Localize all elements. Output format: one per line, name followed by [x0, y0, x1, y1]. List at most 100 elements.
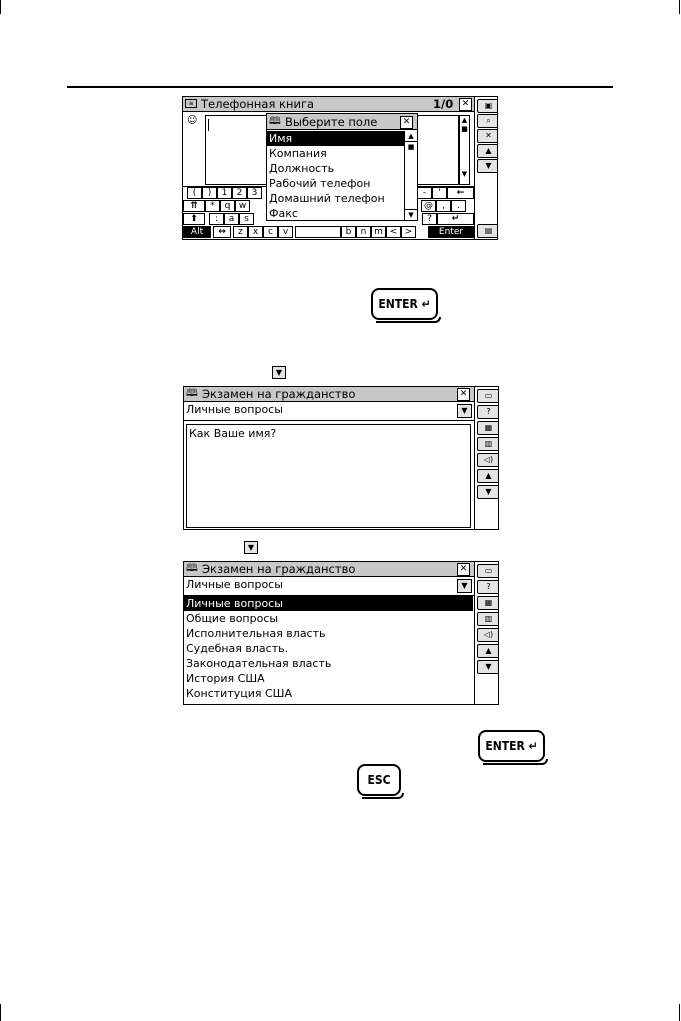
speaker-icon[interactable]: ◁) — [477, 628, 498, 642]
key[interactable]: n — [356, 226, 371, 238]
field-option[interactable]: Должность — [269, 162, 335, 175]
key[interactable]: x — [248, 226, 263, 238]
backspace-key[interactable]: ← — [447, 187, 474, 199]
notes-field[interactable] — [416, 115, 459, 185]
category-option[interactable]: Конституция США — [186, 687, 292, 700]
key[interactable]: @ — [421, 200, 436, 212]
return-key[interactable]: ↵ — [437, 213, 474, 225]
field-option[interactable]: Имя — [267, 131, 404, 146]
book-icon: 🕮 — [269, 116, 281, 127]
header-rule — [67, 86, 613, 88]
chevron-down-icon[interactable]: ▼ — [457, 404, 472, 418]
key[interactable]: m — [371, 226, 386, 238]
category-option[interactable]: Судебная власть. — [186, 642, 289, 655]
popup-close-icon[interactable]: ✕ — [400, 116, 413, 129]
keyboard-icon[interactable]: ▤ — [477, 224, 497, 238]
save-icon[interactable]: ▣ — [477, 99, 497, 113]
key[interactable]: z — [233, 226, 248, 238]
crop-mark — [0, 1004, 1, 1021]
key[interactable]: 2 — [232, 187, 247, 199]
popup-scrollbar[interactable]: ▲ ■ ▼ — [404, 131, 417, 220]
tools-icon[interactable]: ✕ — [477, 129, 497, 143]
key[interactable]: : — [209, 213, 224, 225]
category-option[interactable]: Законодательная власть — [186, 657, 332, 670]
phonebook-screen: ≡ Телефонная книга 1/0 ✕ ▣ ⌕ ✕ ▲ ▼ ▤ ☺ ▲… — [182, 96, 498, 240]
key[interactable]: 1 — [217, 187, 232, 199]
scroll-down-icon[interactable]: ▼ — [477, 159, 497, 173]
dropdown-arrow-icon: ▼ — [244, 541, 258, 554]
field-option[interactable]: Факс — [269, 207, 298, 220]
exam-dropdown-screen: 🕮 Экзамен на гражданство ✕ Личные вопрос… — [183, 561, 499, 705]
name-field[interactable] — [205, 115, 267, 185]
key[interactable]: 3 — [247, 187, 262, 199]
close-icon[interactable]: ✕ — [457, 563, 470, 576]
scroll-up-icon[interactable]: ▲ — [477, 469, 498, 483]
key[interactable]: b — [341, 226, 356, 238]
field-scrollbar[interactable]: ▲■▼ — [459, 115, 470, 185]
exam-title: Экзамен на гражданство — [202, 562, 356, 576]
key[interactable]: s — [239, 213, 254, 225]
popup-title: Выберите поле — [285, 115, 378, 129]
hint-icon[interactable]: ? — [477, 405, 498, 419]
space-key[interactable] — [295, 226, 341, 238]
category-select[interactable]: Личные вопросы ▼ — [184, 577, 476, 596]
speech-bubble-icon[interactable]: ▭ — [477, 389, 498, 403]
enter-key[interactable]: Enter — [428, 226, 474, 238]
key[interactable]: w — [235, 200, 250, 212]
hint-icon[interactable]: ? — [477, 580, 498, 594]
key[interactable]: ( — [187, 187, 202, 199]
person-icon: ☺ — [187, 115, 198, 126]
key[interactable]: > — [401, 226, 416, 238]
key[interactable]: < — [386, 226, 401, 238]
answer-icon[interactable]: ▦ — [477, 421, 498, 435]
field-option[interactable]: Домашний телефон — [269, 192, 385, 205]
close-icon[interactable]: ✕ — [457, 388, 470, 401]
key[interactable]: a — [224, 213, 239, 225]
category-option[interactable]: История США — [186, 672, 265, 685]
key[interactable]: , — [436, 200, 451, 212]
exam-titlebar: 🕮 Экзамен на гражданство ✕ — [184, 387, 474, 402]
category-option[interactable]: Исполнительная власть — [186, 627, 326, 640]
key[interactable]: . — [451, 200, 466, 212]
answer-icon[interactable]: ▦ — [477, 596, 498, 610]
onscreen-keyboard: ( ) 1 2 3 - ' ← ⇈ * q w @ , . ⬆ : a s ? … — [183, 186, 474, 239]
speaker-icon[interactable]: ◁) — [477, 453, 498, 467]
key[interactable]: ) — [202, 187, 217, 199]
category-option[interactable]: Личные вопросы — [184, 596, 473, 611]
scroll-up-icon[interactable]: ▲ — [477, 144, 497, 158]
dictionary-icon[interactable]: ▥ — [477, 612, 498, 626]
enter-key-label: ENTER — [378, 297, 418, 311]
esc-key-illustration: ESC — [357, 764, 404, 799]
key[interactable]: * — [205, 200, 220, 212]
key[interactable]: c — [263, 226, 278, 238]
key[interactable]: v — [278, 226, 293, 238]
exam-sidebar: ▭ ? ▦ ▥ ◁) ▲ ▼ — [474, 562, 498, 704]
caps-key[interactable]: ⇈ — [183, 200, 205, 212]
chevron-down-icon[interactable]: ▼ — [457, 579, 472, 593]
switch-key[interactable]: ↔ — [213, 226, 231, 238]
field-option[interactable]: Рабочий телефон — [269, 177, 371, 190]
phonebook-app-icon: ≡ — [185, 99, 197, 108]
scroll-down-icon[interactable]: ▼ — [477, 485, 498, 499]
crop-mark — [679, 0, 680, 14]
dictionary-icon[interactable]: ▥ — [477, 437, 498, 451]
enter-key-illustration: ENTER ↵ — [478, 730, 548, 765]
field-list: Имя Компания Должность Рабочий телефон Д… — [267, 131, 404, 221]
question-text: Как Ваше имя? — [189, 427, 277, 440]
close-icon[interactable]: ✕ — [459, 98, 472, 111]
shift-key[interactable]: ⬆ — [183, 213, 205, 225]
category-select[interactable]: Личные вопросы ▼ — [184, 402, 476, 421]
scroll-up-icon[interactable]: ▲ — [477, 644, 498, 658]
speech-bubble-icon[interactable]: ▭ — [477, 564, 498, 578]
alt-key[interactable]: Alt — [183, 226, 211, 238]
key[interactable]: - — [417, 187, 432, 199]
category-option[interactable]: Общие вопросы — [186, 612, 279, 625]
field-option[interactable]: Компания — [269, 147, 327, 160]
search-icon[interactable]: ⌕ — [477, 114, 497, 128]
key[interactable]: ' — [432, 187, 447, 199]
key[interactable]: q — [220, 200, 235, 212]
scroll-down-icon[interactable]: ▼ — [477, 660, 498, 674]
dropdown-arrow-icon: ▼ — [272, 366, 286, 379]
key[interactable]: ? — [422, 213, 437, 225]
exam-title: Экзамен на гражданство — [202, 387, 356, 401]
